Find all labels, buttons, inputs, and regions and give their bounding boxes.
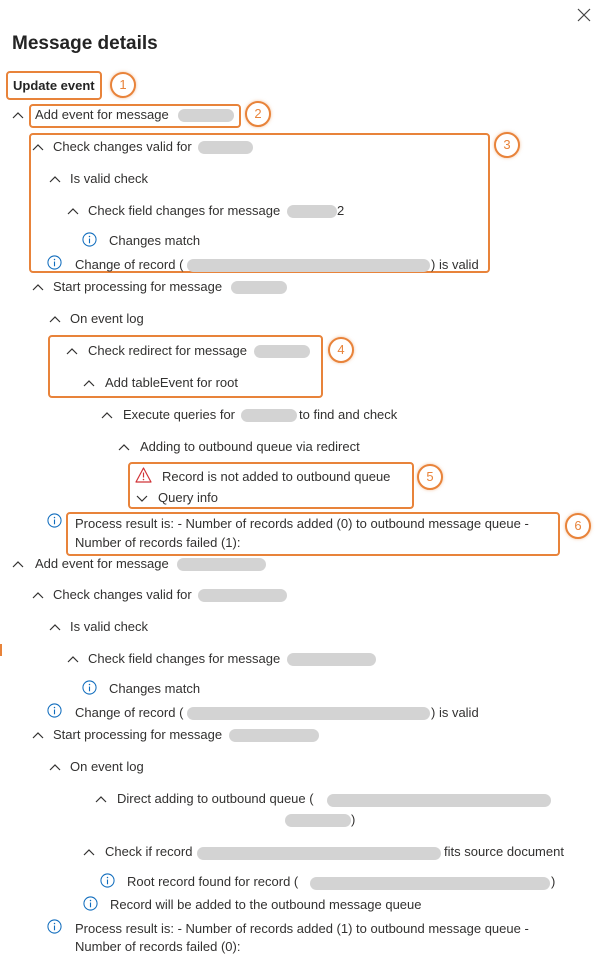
- info-icon: [82, 232, 97, 247]
- change-record-suffix: ) is valid: [431, 705, 479, 720]
- changes-match-text: Changes match: [109, 681, 201, 696]
- warning-icon: [135, 467, 152, 483]
- redacted: [327, 794, 551, 807]
- chevron-up-icon[interactable]: [32, 143, 44, 151]
- is-valid-label[interactable]: Is valid check: [70, 619, 149, 634]
- chevron-down-icon[interactable]: [136, 495, 148, 503]
- annotation-badge-2: 2: [245, 101, 271, 127]
- redacted: [231, 281, 287, 294]
- change-record-text: Change of record (: [75, 257, 184, 272]
- redacted: [177, 558, 266, 571]
- chevron-up-icon[interactable]: [49, 175, 61, 183]
- info-icon: [47, 703, 62, 718]
- redacted: [229, 729, 319, 742]
- check-if-record-label[interactable]: Check if record: [105, 844, 193, 859]
- redacted: [285, 814, 351, 827]
- is-valid-label[interactable]: Is valid check: [70, 171, 149, 186]
- redacted: [178, 109, 234, 122]
- info-icon: [100, 873, 115, 888]
- annotation-badge-6: 6: [565, 513, 591, 539]
- execute-queries-suffix: to find and check: [299, 407, 398, 422]
- redacted: [241, 409, 297, 422]
- info-icon: [47, 255, 62, 270]
- process-result-line1: Process result is: - Number of records a…: [75, 516, 529, 531]
- event-title: Update event: [13, 78, 95, 93]
- check-redirect-label[interactable]: Check redirect for message: [88, 343, 247, 358]
- execute-queries-label[interactable]: Execute queries for: [123, 407, 236, 422]
- chevron-up-icon[interactable]: [67, 655, 79, 663]
- change-record-text: Change of record (: [75, 705, 184, 720]
- annotation-box-3: [29, 133, 490, 273]
- process-result-line1: Process result is: - Number of records a…: [75, 921, 529, 936]
- add-table-event-label[interactable]: Add tableEvent for root: [105, 375, 238, 390]
- chevron-up-icon[interactable]: [49, 315, 61, 323]
- page-title: Message details: [12, 33, 158, 54]
- direct-adding-label[interactable]: Direct adding to outbound queue (: [117, 791, 314, 806]
- redacted: [187, 259, 430, 272]
- change-record-suffix: ) is valid: [431, 257, 479, 272]
- info-icon: [82, 680, 97, 695]
- annotation-box-4: [48, 335, 323, 398]
- query-info-label[interactable]: Query info: [158, 490, 218, 505]
- chevron-up-icon[interactable]: [12, 560, 24, 568]
- root-found-suffix: ): [551, 874, 556, 889]
- will-be-added-text: Record will be added to the outbound mes…: [110, 897, 422, 912]
- redacted: [254, 345, 310, 358]
- add-event-label[interactable]: Add event for message: [35, 107, 169, 122]
- check-changes-label[interactable]: Check changes valid for: [53, 139, 192, 154]
- check-if-record-suffix: fits source document: [444, 844, 564, 859]
- redacted: [198, 141, 253, 154]
- chevron-up-icon[interactable]: [32, 283, 44, 291]
- check-field-label[interactable]: Check field changes for message: [88, 651, 281, 666]
- on-event-log-label[interactable]: On event log: [70, 311, 144, 326]
- chevron-up-icon[interactable]: [83, 379, 95, 387]
- check-changes-label[interactable]: Check changes valid for: [53, 587, 192, 602]
- process-result-line2: Number of records failed (1):: [75, 535, 241, 550]
- direct-adding-suffix: ): [351, 812, 356, 827]
- annotation-badge-5: 5: [417, 464, 443, 490]
- annotation-box-5: [128, 462, 414, 509]
- info-icon: [47, 513, 62, 528]
- add-event-label[interactable]: Add event for message: [35, 556, 169, 571]
- close-icon[interactable]: [577, 8, 591, 22]
- root-found-text: Root record found for record (: [127, 874, 299, 889]
- annotation-badge-3: 3: [494, 132, 520, 158]
- chevron-up-icon[interactable]: [32, 731, 44, 739]
- on-event-log-label[interactable]: On event log: [70, 759, 144, 774]
- chevron-up-icon[interactable]: [49, 623, 61, 631]
- start-processing-label[interactable]: Start processing for message: [53, 279, 223, 294]
- chevron-up-icon[interactable]: [67, 207, 79, 215]
- check-field-label[interactable]: Check field changes for message: [88, 203, 281, 218]
- orange-marker: [0, 644, 2, 656]
- chevron-up-icon[interactable]: [32, 591, 44, 599]
- chevron-up-icon[interactable]: [12, 111, 24, 119]
- warning-text: Record is not added to outbound queue: [162, 469, 391, 484]
- annotation-box-1: [6, 71, 102, 100]
- changes-match-text: Changes match: [109, 233, 201, 248]
- redacted: [197, 847, 441, 860]
- chevron-up-icon[interactable]: [101, 411, 113, 419]
- redacted: [198, 589, 287, 602]
- adding-redirect-label[interactable]: Adding to outbound queue via redirect: [140, 439, 360, 454]
- info-icon: [83, 896, 98, 911]
- redacted: [310, 877, 550, 890]
- annotation-badge-1: 1: [110, 72, 136, 98]
- annotation-box-6: [66, 512, 560, 556]
- redacted: [187, 707, 430, 720]
- annotation-badge-4: 4: [328, 337, 354, 363]
- redacted: [287, 205, 337, 218]
- chevron-up-icon[interactable]: [49, 763, 61, 771]
- chevron-up-icon[interactable]: [83, 848, 95, 856]
- redacted: [287, 653, 376, 666]
- chevron-up-icon[interactable]: [66, 347, 78, 355]
- info-icon: [47, 919, 62, 934]
- check-field-suffix: 2: [337, 203, 345, 218]
- start-processing-label[interactable]: Start processing for message: [53, 727, 223, 742]
- annotation-box-2: [29, 104, 241, 128]
- process-result-line2: Number of records failed (0):: [75, 939, 241, 954]
- chevron-up-icon[interactable]: [118, 443, 130, 451]
- chevron-up-icon[interactable]: [95, 795, 107, 803]
